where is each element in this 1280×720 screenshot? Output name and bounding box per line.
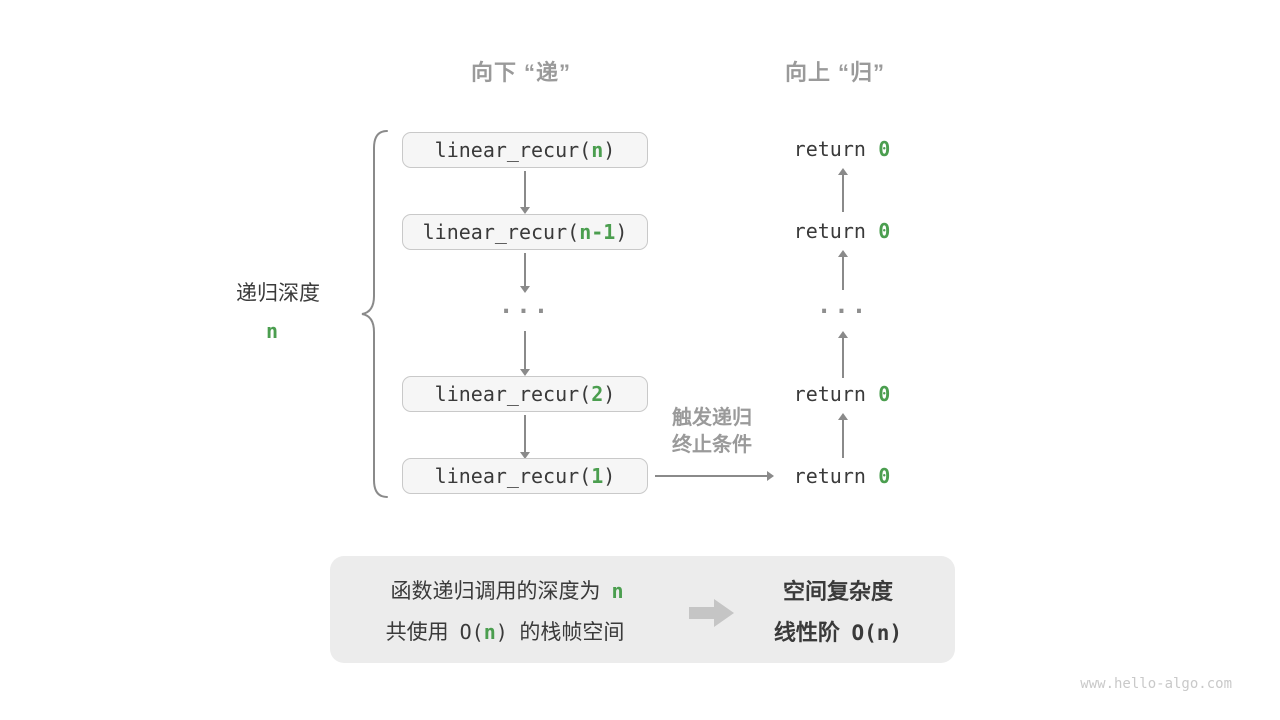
return-value: 0 [878,382,891,406]
ellipsis-calls: ··· [498,297,552,325]
return-statement: return 0 [794,137,891,161]
call-arg: 2 [591,382,604,406]
summary-code: O( [459,620,484,644]
arrow-up-1 [838,168,848,212]
call-box-n-1: linear_recur(n-1) [402,214,648,250]
return-statement: return 0 [794,219,891,243]
call-code: linear_recur( [434,382,592,406]
arrow-down-1 [520,171,530,214]
summary-n: n [483,620,496,644]
return-statement: return 0 [794,464,891,488]
summary-text: 线性阶 [773,620,840,645]
call-box-1: linear_recur(1) [402,458,648,494]
arrow-up-3 [838,331,848,378]
arrow-down-2 [520,253,530,293]
header-recurse-down: 向下 “递” [470,60,572,85]
return-code: return [793,464,866,488]
call-code: linear_recur( [434,464,592,488]
summary-n: n [611,579,624,603]
call-code: ) [615,220,628,244]
trigger-line1: 触发递归 [672,407,752,429]
return-statement: return 0 [794,382,891,406]
summary-text: 的栈帧空间 [519,621,625,644]
call-box-n: linear_recur(n) [402,132,648,168]
depth-value: n [265,319,279,343]
call-arg: n-1 [579,220,616,244]
return-value: 0 [878,219,891,243]
summary-panel [330,556,955,663]
summary-space-complexity-title: 空间复杂度 [782,579,894,604]
ellipsis-returns: ··· [816,297,870,325]
summary-text: 共使用 [385,621,449,644]
return-value: 0 [878,137,891,161]
arrow-right-base-case [655,471,774,481]
summary-linear-order: 线性阶 O(n) [774,615,902,647]
call-code: ) [603,464,616,488]
depth-label: 递归深度 [236,282,320,305]
arrow-up-2 [838,250,848,290]
call-code: linear_recur( [422,220,580,244]
summary-complexity: O(n) [851,621,903,645]
return-code: return [793,382,866,406]
header-return-up: 向上 “归” [784,60,886,85]
call-code: linear_recur( [434,138,592,162]
implies-arrow-icon [689,599,734,627]
trigger-label: 触发递归 终止条件 [672,405,752,459]
watermark: www.hello-algo.com [1080,676,1232,692]
return-code: return [793,219,866,243]
depth-brace [361,130,388,498]
summary-left-line1: 函数递归调用的深度为 n [390,575,623,605]
arrow-up-4 [838,413,848,458]
summary-text: 函数递归调用的深度为 [390,580,601,603]
call-code: ) [603,382,616,406]
call-code: ) [603,138,616,162]
summary-left-line2: 共使用 O(n) 的栈帧空间 [386,616,625,646]
call-arg: n [591,138,604,162]
return-code: return [793,137,866,161]
return-value: 0 [878,464,891,488]
call-box-2: linear_recur(2) [402,376,648,412]
trigger-line2: 终止条件 [672,434,752,456]
summary-code: ) [495,620,508,644]
arrow-down-3 [520,331,530,376]
call-arg: 1 [591,464,604,488]
arrow-down-4 [520,415,530,459]
